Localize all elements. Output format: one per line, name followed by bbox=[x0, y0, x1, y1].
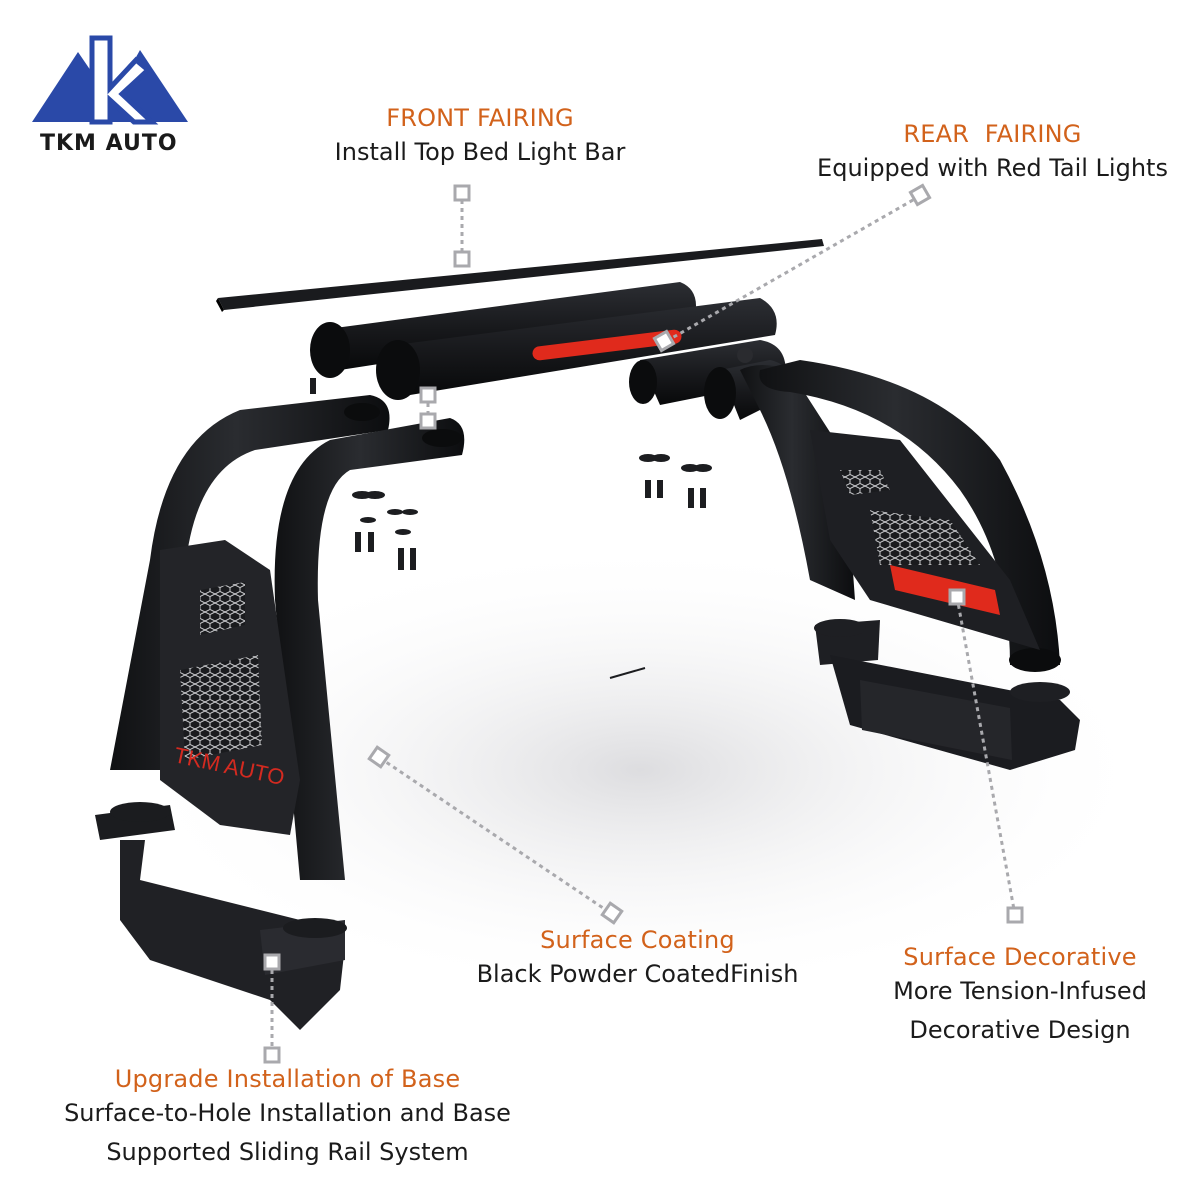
floor-shadow bbox=[120, 540, 1160, 1000]
rear-fairing-callout: REAR FAIRING Equipped with Red Tail Ligh… bbox=[815, 119, 1170, 188]
hardware-bolts bbox=[310, 378, 712, 679]
callout-title: Upgrade Installation of Base bbox=[114, 1065, 461, 1093]
top-light-bar bbox=[216, 239, 824, 312]
base-callout: Upgrade Installation of Base Surface-to-… bbox=[60, 1064, 515, 1172]
callout-leaders bbox=[270, 194, 1017, 1055]
callout-title: FRONT FAIRING bbox=[386, 104, 574, 132]
callout-desc: Supported Sliding Rail System bbox=[106, 1138, 469, 1166]
callout-desc: Decorative Design bbox=[909, 1016, 1131, 1044]
right-side-panel bbox=[810, 430, 1040, 650]
brand-name: TKM AUTO bbox=[40, 131, 178, 156]
right-tail-light bbox=[890, 565, 1000, 615]
surface-decorative-callout: Surface Decorative More Tension-Infused … bbox=[880, 942, 1160, 1050]
callout-desc: Black Powder CoatedFinish bbox=[476, 960, 799, 988]
callout-markers bbox=[263, 183, 1024, 1064]
surface-coating-callout: Surface Coating Black Powder CoatedFinis… bbox=[470, 925, 805, 994]
front-fairing-callout: FRONT FAIRING Install Top Bed Light Bar bbox=[320, 103, 640, 172]
front-fairing-tubes bbox=[310, 282, 777, 400]
left-side-panel: TKM AUTO bbox=[160, 540, 300, 835]
callout-desc: Install Top Bed Light Bar bbox=[334, 138, 626, 166]
right-base-mount bbox=[814, 619, 1080, 770]
left-roll-bar bbox=[110, 395, 465, 880]
callout-title: REAR FAIRING bbox=[903, 120, 1082, 148]
mountain-k-logo-icon bbox=[32, 35, 188, 125]
brand-logo bbox=[32, 35, 188, 125]
center-tail-light bbox=[532, 329, 682, 361]
callout-desc: More Tension-Infused bbox=[893, 977, 1147, 1005]
callout-desc: Surface-to-Hole Installation and Base bbox=[64, 1099, 511, 1127]
rear-fairing-tubes bbox=[629, 340, 791, 420]
callout-title: Surface Coating bbox=[540, 926, 735, 954]
callout-desc: Equipped with Red Tail Lights bbox=[817, 154, 1168, 182]
callout-title: Surface Decorative bbox=[903, 943, 1137, 971]
left-base-mount bbox=[95, 802, 347, 1030]
